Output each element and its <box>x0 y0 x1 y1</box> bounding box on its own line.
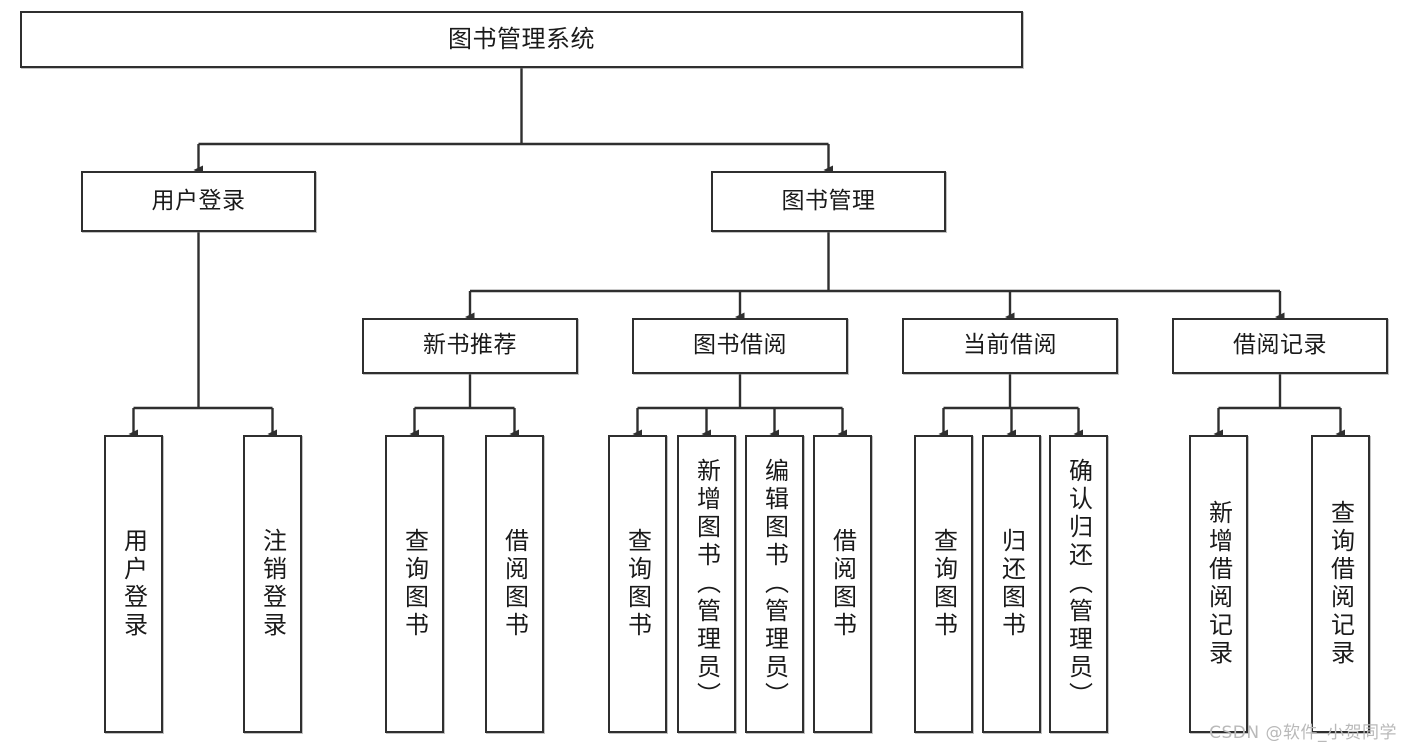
node-label: 当前借阅 <box>963 332 1057 359</box>
node-newbook[interactable]: 新书推荐 <box>362 318 578 374</box>
node-leaf-rec-add[interactable]: 新增借阅记录 <box>1189 435 1248 733</box>
node-leaf-bo-edit[interactable]: 编辑图书（管理员） <box>745 435 804 733</box>
node-label: 编辑图书（管理员） <box>760 458 789 710</box>
node-bookmgmt[interactable]: 图书管理 <box>711 171 946 232</box>
node-label: 用户登录 <box>119 528 148 640</box>
node-label: 用户登录 <box>151 187 246 214</box>
node-leaf-rec-query[interactable]: 查询借阅记录 <box>1311 435 1370 733</box>
node-label: 借阅记录 <box>1233 332 1327 359</box>
node-leaf-cur-query[interactable]: 查询图书 <box>914 435 973 733</box>
node-leaf-user-login[interactable]: 用户登录 <box>104 435 163 733</box>
node-label: 查询图书 <box>400 528 429 640</box>
node-label: 归还图书 <box>997 528 1026 640</box>
node-root[interactable]: 图书管理系统 <box>20 11 1023 68</box>
node-label: 借阅图书 <box>500 528 529 640</box>
node-label: 注销登录 <box>258 528 287 640</box>
node-borrow[interactable]: 图书借阅 <box>632 318 848 374</box>
node-label: 查询图书 <box>623 528 652 640</box>
node-leaf-bo-add[interactable]: 新增图书（管理员） <box>677 435 736 733</box>
node-label: 图书借阅 <box>693 332 787 359</box>
node-label: 图书管理 <box>781 187 876 214</box>
node-leaf-new-query[interactable]: 查询图书 <box>385 435 444 733</box>
node-records[interactable]: 借阅记录 <box>1172 318 1388 374</box>
node-label: 查询借阅记录 <box>1326 500 1355 668</box>
node-leaf-bo-borrow[interactable]: 借阅图书 <box>813 435 872 733</box>
node-leaf-bo-query[interactable]: 查询图书 <box>608 435 667 733</box>
node-label: 图书管理系统 <box>448 25 595 54</box>
node-label: 查询图书 <box>929 528 958 640</box>
csdn-watermark: CSDN @软件_小贺同学 <box>1209 723 1397 743</box>
node-label: 确认归还（管理员） <box>1064 458 1093 710</box>
node-label: 新增图书（管理员） <box>692 458 721 710</box>
node-label: 借阅图书 <box>828 528 857 640</box>
node-login[interactable]: 用户登录 <box>81 171 316 232</box>
node-leaf-cur-confirm[interactable]: 确认归还（管理员） <box>1049 435 1108 733</box>
node-leaf-user-logout[interactable]: 注销登录 <box>243 435 302 733</box>
node-leaf-cur-return[interactable]: 归还图书 <box>982 435 1041 733</box>
node-current[interactable]: 当前借阅 <box>902 318 1118 374</box>
node-leaf-new-borrow[interactable]: 借阅图书 <box>485 435 544 733</box>
node-label: 新增借阅记录 <box>1204 500 1233 668</box>
node-label: 新书推荐 <box>423 332 517 359</box>
